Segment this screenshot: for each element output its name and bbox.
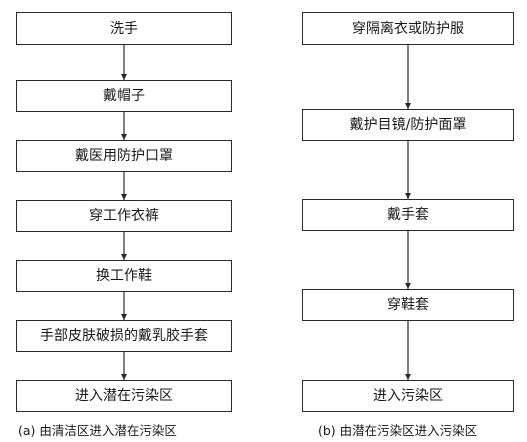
step-b-enter-contamination-zone: 进入污染区: [302, 380, 514, 412]
step-a-wear-cap: 戴帽子: [16, 80, 232, 112]
step-a-wash-hands: 洗手: [16, 12, 232, 45]
step-a-enter-potential-contamination-zone: 进入潜在污染区: [16, 380, 232, 412]
step-b-wear-goggles-face-shield: 戴护目镜/防护面罩: [302, 109, 514, 141]
step-a-change-work-shoes: 换工作鞋: [16, 260, 232, 292]
step-a-wear-latex-gloves: 手部皮肤破损的戴乳胶手套: [16, 320, 232, 352]
step-a-wear-medical-mask: 戴医用防护口罩: [16, 140, 232, 172]
step-b-wear-shoe-covers: 穿鞋套: [302, 289, 514, 321]
caption-panel-b: (b) 由潜在污染区进入污染区: [318, 423, 478, 438]
caption-panel-a: (a) 由清洁区进入潜在污染区: [18, 423, 177, 438]
step-b-wear-isolation-gown: 穿隔离衣或防护服: [302, 12, 514, 45]
step-a-wear-work-clothes: 穿工作衣裤: [16, 200, 232, 232]
step-b-wear-gloves: 戴手套: [302, 199, 514, 231]
